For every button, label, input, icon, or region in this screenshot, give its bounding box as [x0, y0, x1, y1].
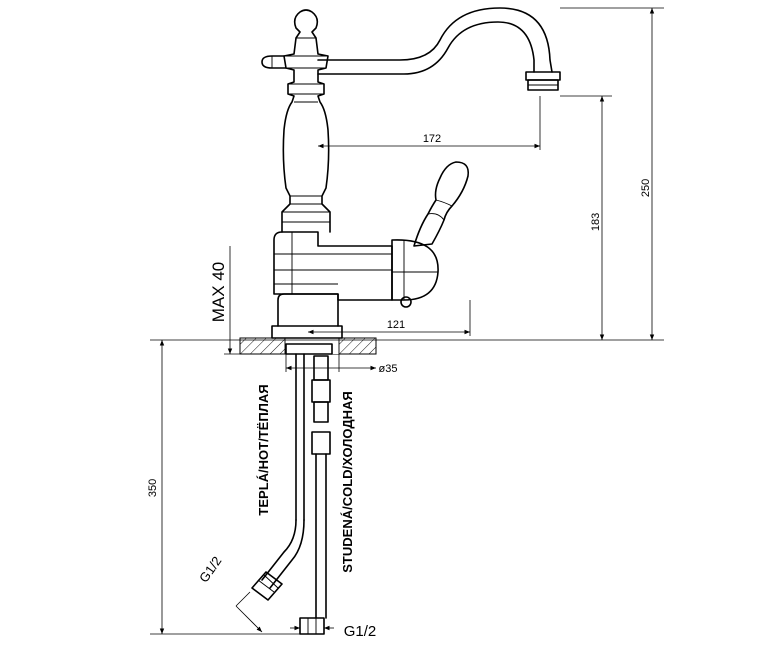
dim-label-diameter-35: ø35 — [379, 363, 398, 375]
faucet-base — [271, 293, 343, 339]
hot-hose — [251, 519, 305, 601]
faucet-column — [261, 9, 331, 233]
dim-label-350: 350 — [147, 479, 159, 497]
dim-label-max-40: MAX 40 — [209, 262, 228, 322]
dim-label-183: 183 — [590, 213, 602, 231]
countertop — [239, 337, 377, 355]
dim-label-250: 250 — [640, 179, 652, 197]
dim-label-121: 121 — [387, 319, 405, 331]
mounting-stud — [285, 343, 333, 521]
faucet-body — [273, 231, 393, 301]
lever-handle — [391, 161, 470, 308]
spout — [317, 7, 561, 91]
dimension-lines — [150, 7, 664, 635]
thread-label-hot: G1/2 — [196, 554, 224, 586]
cold-water-label: STUDENÁ/COLD/ХОЛОДНАЯ — [340, 391, 355, 572]
hot-water-label: TEPLÁ/HOT/ТЁПЛАЯ — [256, 384, 271, 515]
dim-label-172: 172 — [423, 133, 441, 145]
thread-label-cold: G1/2 — [344, 623, 377, 640]
